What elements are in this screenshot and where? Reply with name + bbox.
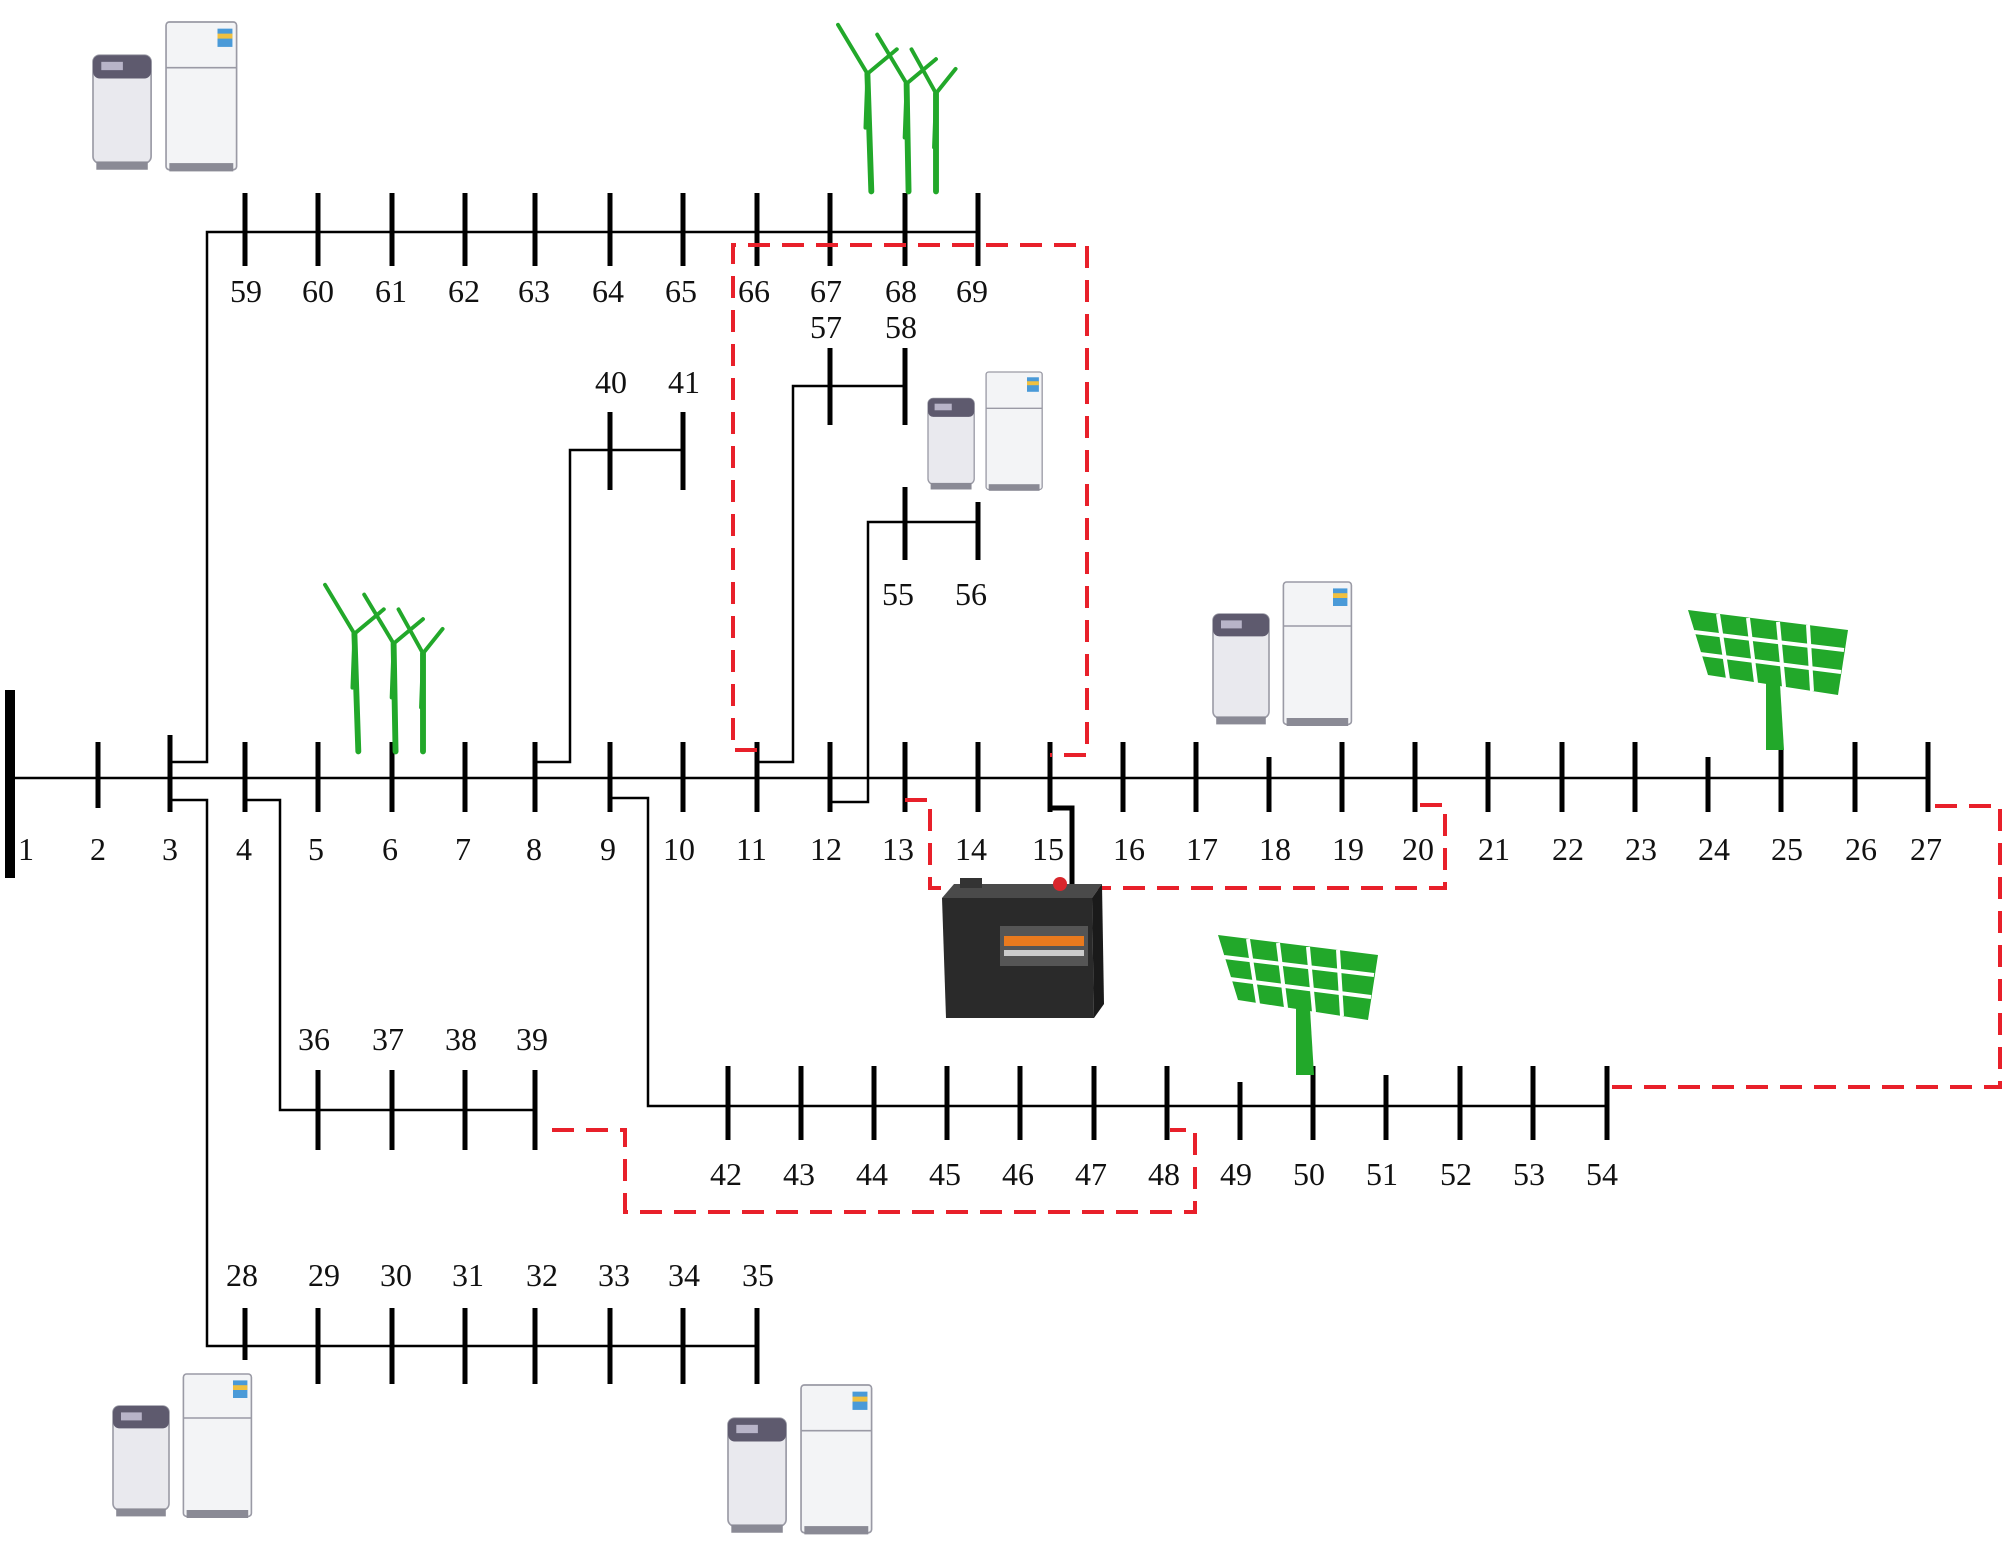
bus-label-5: 5: [308, 831, 324, 867]
tie-line-13-20: [905, 798, 1447, 890]
bus-label-69: 69: [956, 273, 988, 309]
bus-label-59: 59: [230, 273, 262, 309]
tie-line-27-54: [1612, 804, 2002, 1089]
bus-label-29: 29: [308, 1257, 340, 1293]
bus-label-16: 16: [1113, 831, 1145, 867]
bus-label-30: 30: [380, 1257, 412, 1293]
bus-label-27: 27: [1910, 831, 1942, 867]
bus-label-2: 2: [90, 831, 106, 867]
bus-label-63: 63: [518, 273, 550, 309]
bus-label-45: 45: [929, 1156, 961, 1192]
load-appliances-icon-2: [927, 371, 1043, 492]
bus-label-14: 14: [955, 831, 987, 867]
bus-label-56: 56: [955, 576, 987, 612]
bus-label-19: 19: [1332, 831, 1364, 867]
tie-line-11-66: [731, 243, 1089, 757]
bus-label-64: 64: [592, 273, 624, 309]
bus-label-65: 65: [665, 273, 697, 309]
load-appliances-icon-5: [727, 1384, 873, 1536]
bus-label-32: 32: [526, 1257, 558, 1293]
bus-bars: [5, 193, 1931, 1384]
bus-label-40: 40: [595, 364, 627, 400]
bus-label-58: 58: [885, 309, 917, 345]
bus-label-3: 3: [162, 831, 178, 867]
bus-label-67: 67: [810, 273, 842, 309]
bus-label-49: 49: [1220, 1156, 1252, 1192]
bus-label-13: 13: [882, 831, 914, 867]
bus-label-37: 37: [372, 1021, 404, 1057]
bus-label-50: 50: [1293, 1156, 1325, 1192]
bus-label-4: 4: [236, 831, 252, 867]
bus-label-11: 11: [736, 831, 767, 867]
bus-label-38: 38: [445, 1021, 477, 1057]
bus-label-12: 12: [810, 831, 842, 867]
bus-label-57: 57: [810, 309, 842, 345]
bus-label-66: 66: [738, 273, 770, 309]
load-appliances-icon-1: [92, 21, 238, 173]
bus-label-54: 54: [1586, 1156, 1618, 1192]
bus-label-1: 1: [18, 831, 34, 867]
bus-label-36: 36: [298, 1021, 330, 1057]
bus-labels: 1 2 3 4 5 6 7 8 9 10 11 12 13 14 15 16 1…: [18, 273, 1942, 1293]
bus-label-6: 6: [382, 831, 398, 867]
bus-label-43: 43: [783, 1156, 815, 1192]
bus-label-52: 52: [1440, 1156, 1472, 1192]
bus-label-18: 18: [1259, 831, 1291, 867]
load-appliances-icon-4: [112, 1373, 253, 1519]
bus-label-33: 33: [598, 1257, 630, 1293]
bus-label-26: 26: [1845, 831, 1877, 867]
bus-label-24: 24: [1698, 831, 1730, 867]
load-appliances-icon-3: [1212, 581, 1353, 727]
bus-label-42: 42: [710, 1156, 742, 1192]
bus-label-7: 7: [455, 831, 471, 867]
bus-label-47: 47: [1075, 1156, 1107, 1192]
wind-turbine-icon-1: [838, 25, 956, 192]
bus-label-62: 62: [448, 273, 480, 309]
wind-turbine-icon-2: [325, 585, 443, 752]
bus-label-31: 31: [452, 1257, 484, 1293]
bus-label-46: 46: [1002, 1156, 1034, 1192]
bus-label-35: 35: [742, 1257, 774, 1293]
bus-label-20: 20: [1402, 831, 1434, 867]
bus-label-10: 10: [663, 831, 695, 867]
bus-label-41: 41: [668, 364, 700, 400]
solar-panel-icon-1: [1686, 608, 1850, 752]
bus-label-23: 23: [1625, 831, 1657, 867]
battery-storage-icon: [942, 877, 1104, 1018]
tie-switch-lines: [552, 243, 2002, 1214]
bus-label-8: 8: [526, 831, 542, 867]
bus-label-44: 44: [856, 1156, 888, 1192]
feeder-lines: [10, 230, 1928, 1348]
bus-label-28: 28: [226, 1257, 258, 1293]
bus-label-15: 15: [1032, 831, 1064, 867]
bus-label-53: 53: [1513, 1156, 1545, 1192]
solar-panel-icon-2: [1216, 933, 1380, 1077]
bus-label-25: 25: [1771, 831, 1803, 867]
bus-label-51: 51: [1366, 1156, 1398, 1192]
bus-label-21: 21: [1478, 831, 1510, 867]
bus-label-9: 9: [600, 831, 616, 867]
bus-label-68: 68: [885, 273, 917, 309]
bus-label-55: 55: [882, 576, 914, 612]
bus-label-60: 60: [302, 273, 334, 309]
bus-label-34: 34: [668, 1257, 700, 1293]
bus-label-39: 39: [516, 1021, 548, 1057]
bus-label-61: 61: [375, 273, 407, 309]
bus-label-22: 22: [1552, 831, 1584, 867]
bus-label-48: 48: [1148, 1156, 1180, 1192]
bus-label-17: 17: [1186, 831, 1218, 867]
